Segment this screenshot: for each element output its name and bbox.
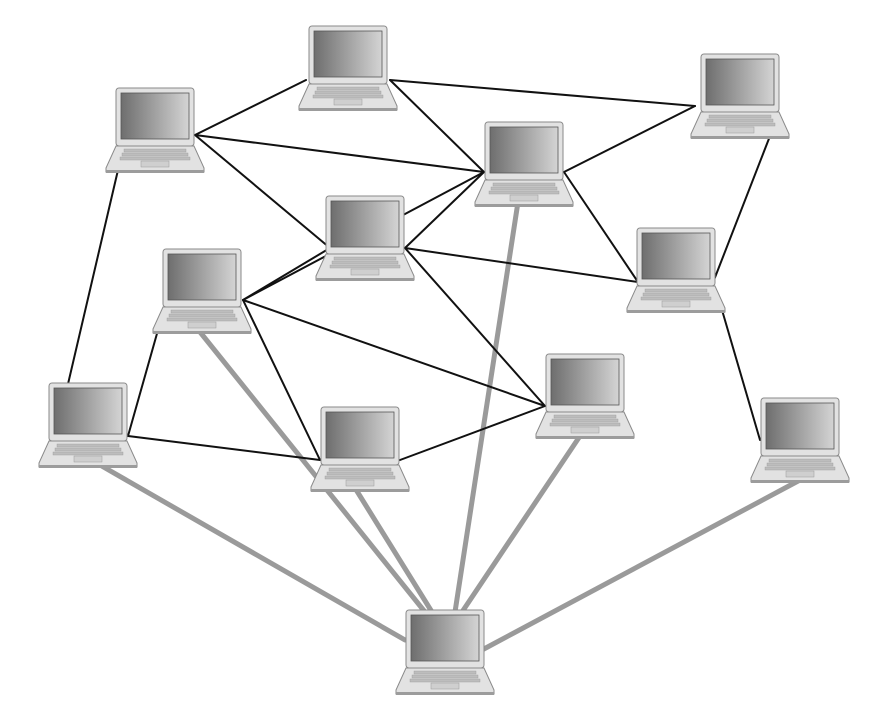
laptop-icon bbox=[535, 353, 635, 439]
laptop-icon bbox=[298, 25, 398, 111]
laptop-icon bbox=[750, 397, 850, 483]
hub-link-n10 bbox=[459, 433, 583, 615]
nodes-layer bbox=[38, 25, 850, 695]
peer-link-n4-n7 bbox=[563, 171, 639, 283]
peer-link-n4-n5 bbox=[404, 171, 485, 249]
hub-link-n12 bbox=[479, 477, 803, 653]
peer-link-n1-n9 bbox=[67, 169, 119, 385]
laptop-icon bbox=[690, 53, 790, 139]
hub-link-n11 bbox=[352, 485, 435, 615]
peer-link-n6-n11 bbox=[242, 299, 321, 461]
peer-link-n1-n2 bbox=[194, 79, 307, 136]
peer-link-n5-n10 bbox=[404, 247, 546, 407]
laptop-icon bbox=[105, 87, 205, 173]
peer-link-n7-n12 bbox=[721, 309, 761, 441]
laptop-icon bbox=[310, 406, 410, 492]
hub-link-n9 bbox=[97, 462, 408, 643]
peer-link-n9-n11 bbox=[127, 435, 321, 461]
laptop-icon bbox=[315, 195, 415, 281]
peer-link-n6-n9 bbox=[127, 329, 159, 437]
laptop-icon bbox=[38, 382, 138, 468]
peer-link-n3-n7 bbox=[713, 135, 771, 281]
peer-link-n1-n4 bbox=[194, 134, 485, 173]
peer-link-n5-n7 bbox=[404, 247, 639, 283]
peer-link-n2-n4 bbox=[389, 79, 485, 173]
peer-link-n1-n5 bbox=[194, 134, 331, 249]
hub-link-n4 bbox=[452, 199, 521, 615]
peer-link-n3-n4 bbox=[563, 105, 696, 173]
links-layer bbox=[67, 79, 803, 653]
laptop-icon bbox=[152, 248, 252, 334]
hub-link-n6 bbox=[197, 329, 428, 615]
peer-link-n5-n6 bbox=[242, 247, 331, 301]
peer-link-n2-n3 bbox=[389, 79, 696, 107]
peer-link-n6-n10 bbox=[242, 299, 546, 407]
laptop-icon bbox=[474, 121, 574, 207]
laptop-icon bbox=[395, 609, 495, 695]
peer-link-n10-n11 bbox=[399, 405, 546, 461]
laptop-icon bbox=[626, 227, 726, 313]
